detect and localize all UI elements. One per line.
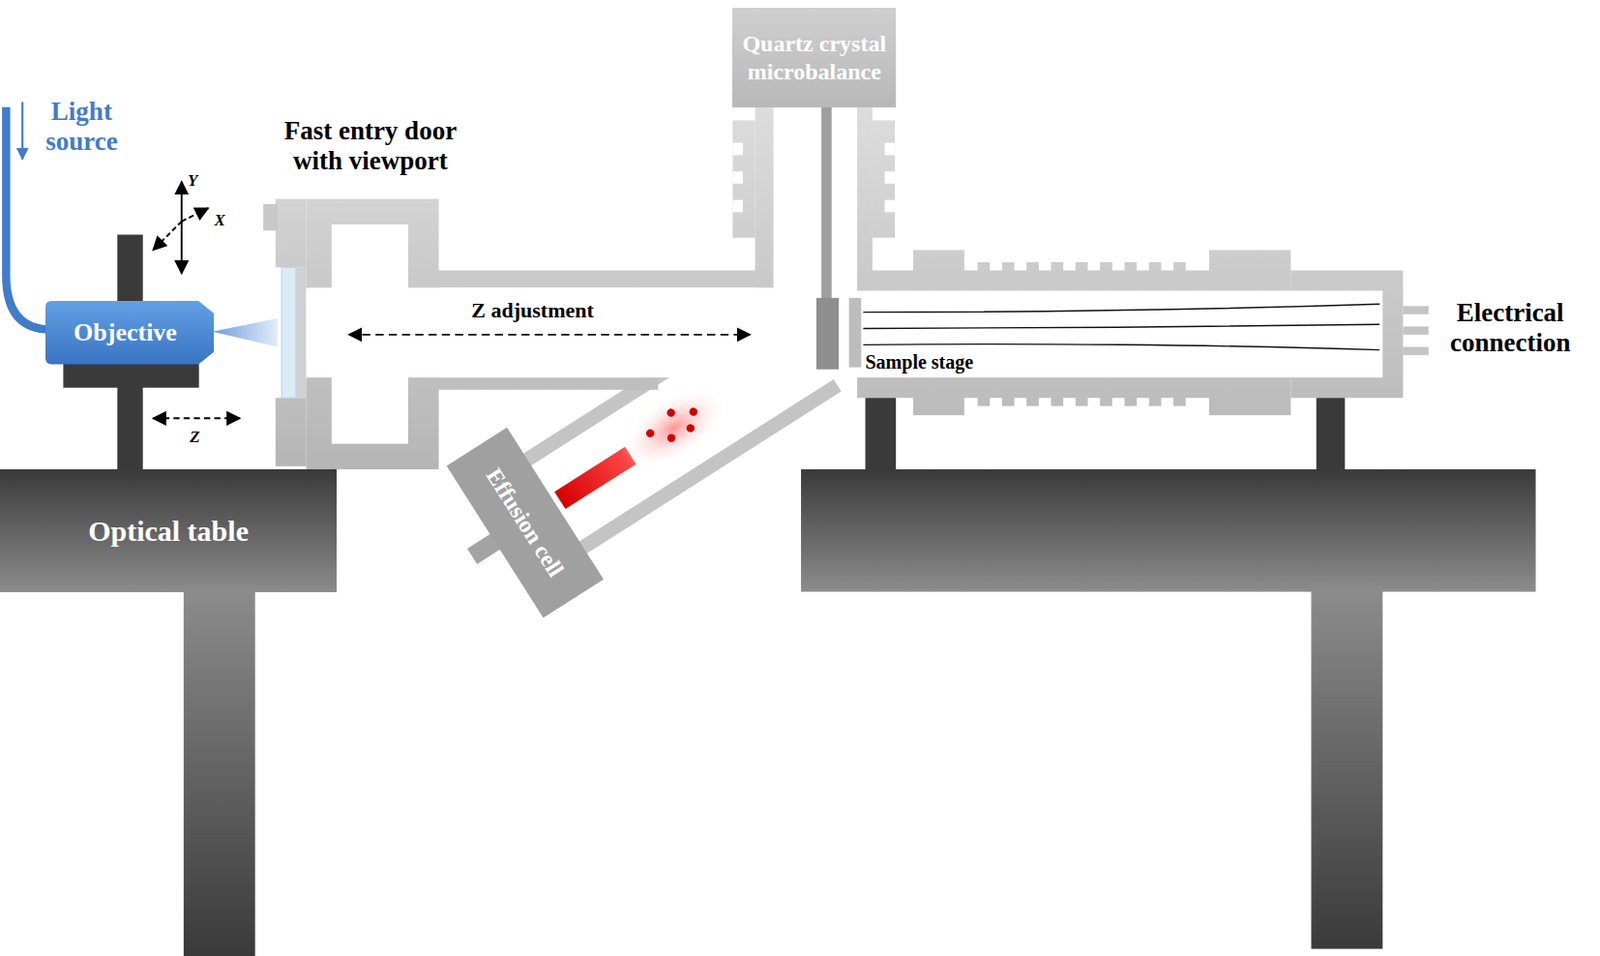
microbalance-box: Quartz crystal microbalance: [732, 7, 896, 107]
light-arrow: [21, 101, 24, 159]
molecular-beam: [543, 370, 741, 527]
qcm-rod: [821, 107, 832, 301]
tube-wall: [408, 377, 658, 390]
table-top: [800, 469, 1536, 593]
stage-plate: [849, 297, 862, 368]
light-cable: [5, 107, 51, 330]
viewport-frame: [296, 266, 307, 398]
node-text-group: Objective: [73, 319, 187, 348]
electrical-pins: [1402, 305, 1428, 356]
axis-label: Y: [187, 171, 198, 191]
stage-wires: [862, 303, 1380, 350]
part-label: Fast entry door with viewport: [257, 116, 484, 177]
node-text-group: Quartz crystal microbalance: [738, 29, 890, 87]
axis-arrows: [152, 181, 750, 419]
table-leg: [183, 589, 256, 956]
axis-label: Z: [189, 427, 200, 447]
door-flange: [275, 397, 307, 467]
viewport-glass: [281, 266, 297, 398]
door-flange: [275, 199, 307, 268]
neck-flange: [872, 119, 895, 238]
node-text-group: Optical table: [88, 513, 249, 549]
light-source-label: Light source: [30, 96, 133, 157]
table-leg: [1310, 589, 1383, 949]
support-post: [865, 397, 897, 472]
support-post: [1316, 397, 1346, 472]
objective-body: [45, 300, 214, 364]
qcm-sensor: [816, 297, 839, 370]
axis-label: X: [214, 210, 226, 231]
node-text: Quartz crystal microbalance: [738, 29, 890, 87]
neck-flange: [732, 119, 755, 238]
optical-table: Optical table: [0, 469, 337, 593]
beam-cloud: [607, 370, 741, 486]
chamber-interior: [305, 107, 1383, 445]
light-cone: [211, 318, 278, 348]
node-text: Optical table: [88, 513, 249, 549]
tube-wall: [408, 269, 761, 288]
objective-mount: [62, 361, 199, 387]
part-label: Z adjustment: [471, 297, 594, 323]
part-label: Electrical connection: [1433, 297, 1587, 358]
node-text: Objective: [73, 319, 178, 348]
door-knob: [263, 204, 278, 231]
qcm-neck: [755, 101, 873, 291]
part-label: Sample stage: [865, 351, 975, 374]
objective-lens: Objective: [45, 300, 214, 364]
